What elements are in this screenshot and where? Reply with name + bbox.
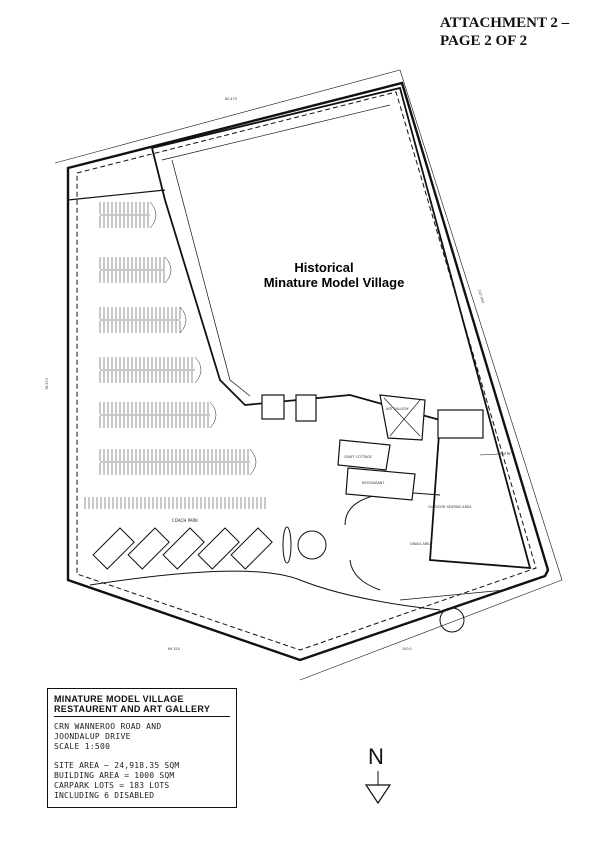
building-area-text: BUILDING AREA = 1000 SQM <box>54 771 175 780</box>
site-area-text: SITE AREA ~ 24,918.35 SQM <box>54 761 180 770</box>
village-inner-line <box>161 104 391 161</box>
location-line-2: JOONDALUP DRIVE <box>54 732 131 741</box>
parking-row-end <box>164 256 172 284</box>
dim-bottom-right: 100.0 <box>402 647 412 651</box>
craft-cottage-label: CRAFT COTTAGE <box>344 455 372 459</box>
coach-bay <box>127 527 170 570</box>
roundabout <box>297 530 327 560</box>
gallery-roof-ridge <box>383 397 421 437</box>
entry-leader <box>479 453 499 456</box>
site-boundary <box>66 81 550 662</box>
coach-bay <box>230 527 273 570</box>
gallery-roof-ridge-2 <box>389 399 421 437</box>
title-block-heading-line-1: MINATURE MODEL VILLAGE <box>54 694 184 704</box>
entry-road <box>89 570 441 611</box>
entry-label: ENTRY <box>500 452 512 456</box>
building-toilets <box>295 394 317 422</box>
attachment-line-2: PAGE 2 OF 2 <box>440 33 528 49</box>
disabled-lots-text: INCLUDING 6 DISABLED <box>54 791 155 800</box>
coach-bay <box>162 527 205 570</box>
title-block-stats: SITE AREA ~ 24,918.35 SQM BUILDING AREA … <box>54 761 179 801</box>
building-craft-cottage <box>337 439 391 471</box>
attachment-header: ATTACHMENT 2 – PAGE 2 OF 2 <box>440 14 605 50</box>
site-boundary-inner <box>76 91 537 651</box>
attachment-line-1: ATTACHMENT 2 – <box>440 15 570 31</box>
village-boundary <box>150 86 532 569</box>
parking-row-end <box>149 201 157 229</box>
scale-text: SCALE 1:500 <box>54 742 111 751</box>
parking-row-end <box>179 306 187 334</box>
entry-roundabout <box>439 607 465 633</box>
carpark-lots-text: CARPARK LOTS = 183 LOTS <box>54 781 170 790</box>
restaurant-label: RESTAURANT <box>362 481 385 485</box>
grass-area-label: GRASS AREA <box>410 542 432 546</box>
building-play-area <box>437 409 484 439</box>
village-inner-line-2 <box>171 159 251 397</box>
dim-left: 78.570 <box>45 378 49 390</box>
driveway <box>399 589 506 601</box>
art-gallery-label: ART GALLERY <box>386 407 410 411</box>
coach-park-label: COACH PARK <box>172 518 198 523</box>
dim-top: 80.470 <box>225 97 237 101</box>
title-block-heading-line-2: RESTAURENT AND ART GALLERY <box>54 704 211 714</box>
dim-bottom-left: 69.320 <box>168 647 180 651</box>
coach-bay <box>197 527 240 570</box>
building-entry-kiosk <box>261 394 285 420</box>
north-arrow: N <box>362 745 394 809</box>
parking-row-end <box>209 401 217 429</box>
traffic-island <box>282 526 292 564</box>
parking-row-end <box>194 356 202 384</box>
building-restaurant <box>345 467 416 501</box>
carpark-rows <box>84 201 266 509</box>
outdoor-seating-label: OUTDOOR SEATING AREA <box>428 505 472 509</box>
coach-bay <box>92 527 135 570</box>
location-line-1: CRN WANNEROO ROAD AND <box>54 722 162 731</box>
title-block: MINATURE MODEL VILLAGE RESTAURENT AND AR… <box>47 688 237 808</box>
site-title-line-2: Minature Model Village <box>264 275 405 290</box>
dimension-line-outer <box>54 69 563 681</box>
coach-park-bays <box>92 527 273 570</box>
title-block-heading: MINATURE MODEL VILLAGE RESTAURENT AND AR… <box>54 694 230 717</box>
access-road-curve-2 <box>349 559 381 591</box>
dim-right: 147.050 <box>477 289 485 304</box>
north-arrow-icon <box>364 771 392 805</box>
title-block-location: CRN WANNEROO ROAD AND JOONDALUP DRIVE SC… <box>54 722 161 752</box>
parking-row-end <box>249 448 257 476</box>
carpark-divider <box>67 189 166 201</box>
north-label: N <box>368 744 384 769</box>
site-title-line-1: Historical <box>294 260 353 275</box>
